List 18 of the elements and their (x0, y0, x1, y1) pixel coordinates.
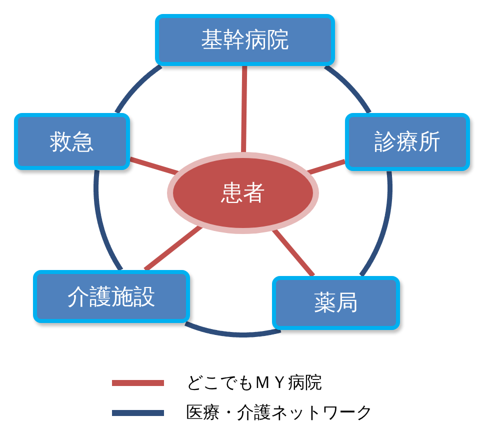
facility-box: 薬局 (272, 276, 400, 330)
spoke-line (271, 227, 316, 278)
facility-box: 診療所 (345, 113, 470, 171)
ring-arc (114, 64, 163, 115)
facility-box: 介護施設 (33, 270, 190, 323)
ring-arc (94, 168, 124, 272)
spoke-line (129, 156, 180, 176)
ring-arc (184, 321, 282, 338)
spoke-line (306, 158, 346, 176)
facility-box: 基幹病院 (155, 14, 335, 66)
node-label: 患者 (221, 180, 265, 208)
facility-box: 救急 (14, 113, 130, 170)
spoke-line (144, 223, 204, 272)
spoke-line (241, 66, 248, 154)
ring-arc (324, 64, 372, 115)
legend-label: 医療・介護ネットワーク (186, 402, 373, 424)
legend-label: どこでもＭＹ病院 (186, 372, 322, 394)
ring-arc (358, 169, 392, 278)
